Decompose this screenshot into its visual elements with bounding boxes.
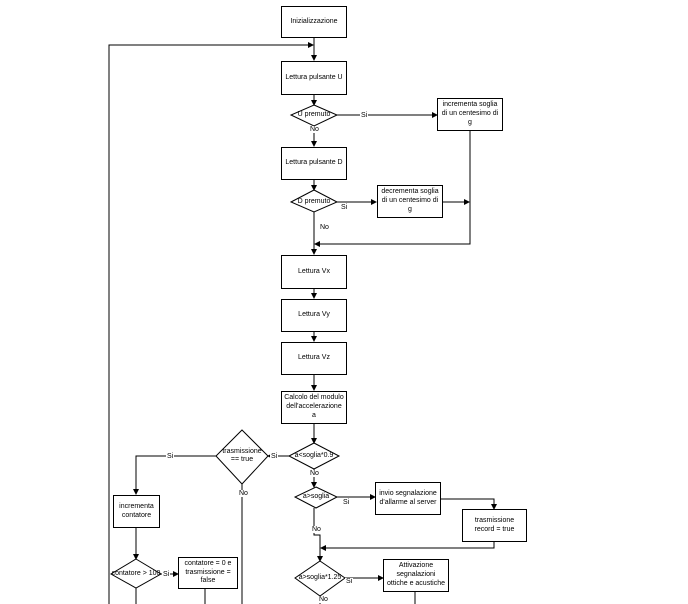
node-read-vx: Lettura Vx (281, 255, 347, 289)
node-read-vy: Lettura Vy (281, 299, 347, 332)
node-alarm-server: invio segnalazione d'allarme al server (375, 482, 441, 515)
decision-cond-high-text: a>soglia (302, 492, 330, 500)
label-high-yes: Si (342, 499, 351, 506)
edge-inc-return (314, 131, 471, 247)
diamond-cond-low (287, 442, 341, 470)
diamond-cond-high (293, 486, 339, 509)
edge-loop-back (108, 42, 314, 604)
decision-cond-higher-text: a>soglia*1.25 (298, 573, 342, 581)
node-reset-counter: contatore = 0 e trasmissione = false (178, 557, 238, 589)
label-low-no: No (309, 470, 320, 477)
label-u-no: No (309, 126, 320, 133)
diamond-d-pressed (289, 189, 339, 213)
decision-u-pressed-text: U premuto (297, 110, 331, 118)
label-u-yes: Si (360, 112, 369, 119)
node-init: Inizializzazione (281, 6, 347, 38)
decision-d-pressed-text: D premuto (297, 197, 331, 205)
node-optic-acoustic: Attivazione segnalazioni ottiche e acust… (383, 559, 449, 592)
label-tx-no: No (238, 490, 249, 497)
edge-condhigh-no (313, 508, 323, 562)
node-calc-modulus: Calcolo del modulo dell'accelerazione a (281, 391, 347, 424)
decision-cond-low-text: a<soglia*0.9 (294, 451, 334, 459)
edge-record-return (320, 542, 495, 551)
label-tx-yes: Si (166, 453, 175, 460)
node-read-u: Lettura pulsante U (281, 61, 347, 95)
node-record-tx: trasmissione record = true (462, 509, 527, 542)
label-d-yes: Si (340, 204, 349, 211)
label-higher-yes: Si (345, 578, 354, 585)
node-inc-threshold: incrementa soglia di un centesimo di g (437, 98, 503, 131)
decision-counter-text: contatore > 100 (111, 569, 161, 577)
label-counter-yes: Si (162, 571, 171, 578)
node-read-vz: Lettura Vz (281, 342, 347, 375)
diamond-transmission (215, 429, 269, 485)
label-higher-no: No (318, 596, 329, 603)
node-dec-threshold: decrementa soglia di un centesimo di g (377, 185, 443, 218)
label-low-yes: Si (270, 453, 279, 460)
label-d-no: No (319, 224, 330, 231)
diamond-counter (110, 558, 162, 589)
node-inc-counter: incrementa contatore (113, 495, 160, 528)
label-high-no: No (311, 526, 322, 533)
edge-tx-yes (133, 455, 216, 495)
decision-transmission-text: trasmissione == true (222, 447, 262, 463)
edge-alarm-to-record (440, 498, 497, 510)
node-read-d: Lettura pulsante D (281, 147, 347, 180)
